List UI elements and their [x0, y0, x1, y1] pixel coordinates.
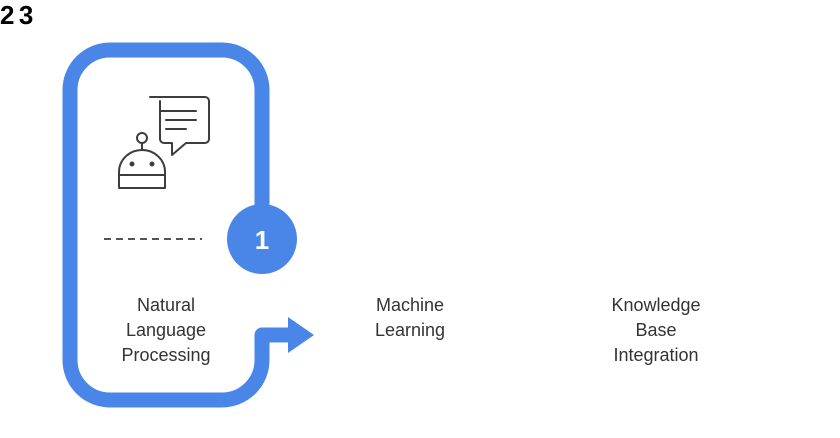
step-3-label: Knowledge Base Integration	[566, 293, 746, 368]
step-1-frame	[62, 42, 290, 408]
step-3-number: 3	[18, 0, 34, 30]
step-2-label: Machine Learning	[320, 293, 500, 343]
step-2-number: 2	[0, 0, 15, 30]
step-2-frame: 2	[0, 0, 19, 30]
step-1-label-line: Natural	[136, 295, 196, 315]
step-3-arrow: 3	[19, 0, 33, 30]
step-2-badge: 2	[0, 0, 19, 30]
step-3-label-line: Knowledge	[611, 295, 701, 315]
step-1: 1	[62, 42, 314, 408]
step-2: 2	[0, 0, 19, 30]
step-3-badge: 3	[19, 0, 33, 30]
robot-chat-icon	[118, 96, 210, 189]
step-1-badge	[227, 204, 297, 274]
step-1-label-line: Language	[125, 320, 207, 340]
step-1-label-line: Processing	[121, 345, 211, 365]
step-1-arrow	[288, 317, 314, 353]
step-1-number: 1	[255, 225, 269, 255]
step-2-arrow: 2	[0, 0, 19, 30]
step-3-label-line: Integration	[613, 345, 699, 365]
step-3-frame: 3	[19, 0, 33, 30]
step-2-label-line: Learning	[374, 320, 446, 340]
step-2-label-line: Machine	[375, 295, 445, 315]
step-3-label-line: Base	[635, 320, 677, 340]
step-3: 3	[19, 0, 33, 30]
step-1-label: Natural Language Processing	[76, 293, 256, 368]
